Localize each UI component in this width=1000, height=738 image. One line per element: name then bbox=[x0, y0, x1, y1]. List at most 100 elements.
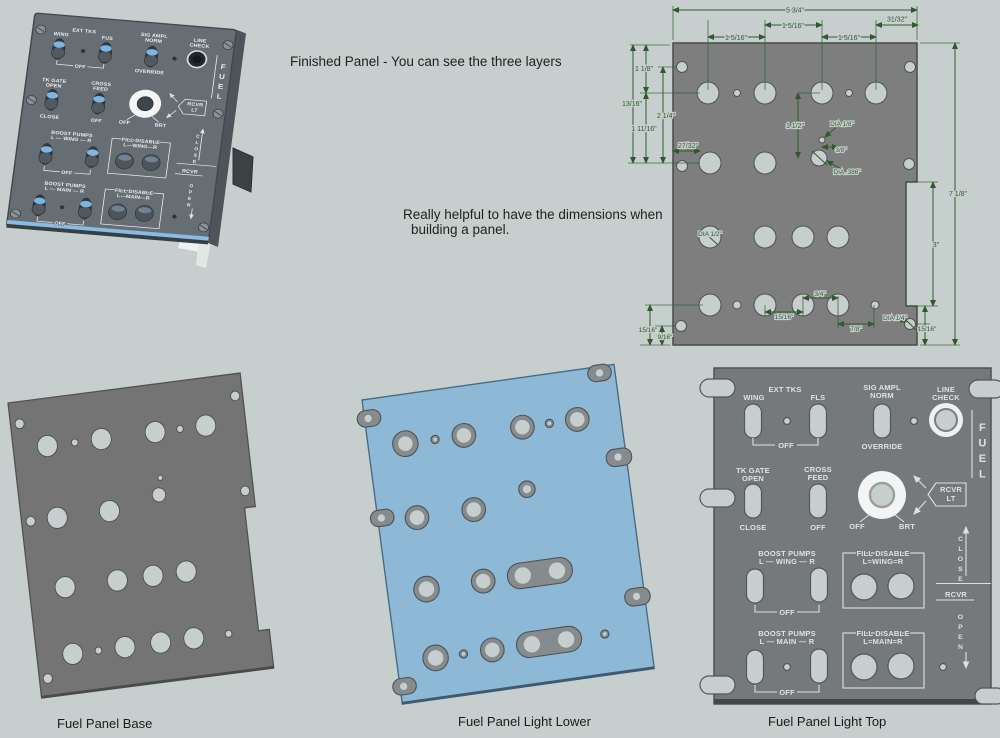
label-wing: WING bbox=[743, 393, 764, 402]
note-dimensions: Really helpful to have the dimensions wh… bbox=[403, 207, 663, 237]
close-arrow bbox=[198, 128, 205, 161]
fill-disable-box bbox=[100, 188, 165, 230]
label-brt: BRT bbox=[899, 522, 915, 531]
fill-disable-buttons bbox=[114, 152, 161, 171]
label-ext-tks: EXT TKS bbox=[768, 385, 801, 394]
rcvr-lt-dimmer-knob bbox=[129, 89, 162, 118]
label-rcvr-side: RCVR bbox=[945, 590, 967, 599]
label-wing: WING bbox=[53, 31, 69, 38]
fill-disable-hole bbox=[887, 652, 915, 680]
fill-disable-box bbox=[107, 137, 171, 179]
panel-hole bbox=[782, 662, 792, 672]
off-bracket bbox=[36, 216, 85, 226]
label-fill-disable: FILL DISABLE bbox=[856, 629, 909, 638]
fuel-divider bbox=[211, 55, 218, 99]
finished-panel-photo: EXT TKS WING FUS SIG AMPL NORM LINE CHEC… bbox=[6, 12, 254, 268]
dim-off-38: 3/8" bbox=[835, 147, 847, 154]
label-knob-off: OFF bbox=[118, 120, 130, 127]
switch-cutout-boost-wing-r bbox=[809, 567, 829, 603]
label-brt: BRT bbox=[154, 123, 167, 130]
tag-arrow bbox=[913, 475, 927, 489]
label-line: LINE bbox=[937, 385, 955, 394]
plate-edge bbox=[714, 699, 991, 704]
label-fill-disable: FILL DISABLE bbox=[856, 549, 909, 558]
plate-edge bbox=[402, 666, 655, 705]
label-l-wing-r-eq: L—WING—R bbox=[123, 142, 158, 150]
label-cross: CROSS bbox=[804, 465, 832, 474]
label-off: OFF bbox=[779, 688, 795, 697]
panel-edge bbox=[208, 29, 246, 247]
note-dimensions-line1: Really helpful to have the dimensions wh… bbox=[403, 207, 663, 222]
label-rcvr-side: RCVR bbox=[182, 169, 199, 176]
rcvr-lt-tag bbox=[177, 98, 208, 117]
label-sig-ampl: SIG AMPL bbox=[140, 32, 168, 40]
note-finished-panel: Finished Panel - You can see the three l… bbox=[290, 54, 562, 69]
toggle-switch-sig-ampl bbox=[144, 45, 159, 68]
label-l-main-r: L — MAIN — R bbox=[760, 637, 815, 646]
fill-disable-box bbox=[842, 552, 925, 609]
fill-disable-hole bbox=[850, 573, 878, 601]
dim-dia-14: DIA 1/4" bbox=[883, 315, 907, 322]
label-tk-gate: TK GATE bbox=[42, 77, 67, 85]
label-l-wing-r: L — WING — R bbox=[51, 135, 92, 144]
switch-cutout-boost-main-l bbox=[745, 649, 765, 685]
label-off: OFF bbox=[61, 170, 73, 177]
toggle-switch-boost-main-l bbox=[31, 194, 46, 217]
dim-dia-386: DIA .386" bbox=[833, 169, 861, 176]
dim-br-a: 15/16" bbox=[918, 326, 937, 333]
panel-hole bbox=[80, 49, 86, 53]
panel-hole bbox=[172, 214, 177, 219]
divider bbox=[176, 162, 217, 167]
dim-notch: 3" bbox=[933, 242, 940, 249]
label-fuel: FUEL bbox=[216, 62, 227, 100]
fill-disable-hole bbox=[850, 653, 878, 681]
note-dimensions-line2: building a panel. bbox=[411, 222, 510, 237]
plate-edge bbox=[41, 665, 274, 699]
panel-hole bbox=[59, 205, 65, 210]
connector-tab bbox=[232, 147, 254, 193]
off-bracket bbox=[56, 59, 105, 69]
dim-v3: 2 1/4" bbox=[657, 113, 676, 120]
label-line: LINE bbox=[193, 38, 207, 45]
label-fill-disable: FILL DISABLE bbox=[115, 188, 154, 197]
caption-fuel-panel-base: Fuel Panel Base bbox=[57, 716, 153, 731]
label-open: OPEN bbox=[742, 474, 764, 483]
knob-pointer-lines bbox=[126, 114, 159, 123]
label-boost-pumps: BOOST PUMPS bbox=[51, 130, 94, 139]
fill-disable-box bbox=[842, 632, 925, 689]
label-boost-pumps: BOOST PUMPS bbox=[758, 629, 816, 638]
grommet-rings bbox=[392, 406, 610, 672]
toggle-switch-wing bbox=[51, 38, 66, 60]
dim-bl-a: 15/16" bbox=[639, 327, 658, 334]
dim-edge-right-top: 31/32" bbox=[887, 17, 908, 24]
label-l-wing-r-eq: L=WING=R bbox=[863, 557, 904, 566]
label-off: OFF bbox=[779, 608, 795, 617]
toggle-switch-boost-wing-r bbox=[84, 146, 99, 168]
dim-spacing-c: 1 5/16" bbox=[838, 35, 860, 42]
dim-bl-b: 9/16" bbox=[658, 334, 674, 341]
off-bracket bbox=[43, 165, 91, 175]
dim-bm-c: 7/8" bbox=[850, 326, 862, 333]
switch-cutout-cross-feed bbox=[808, 483, 828, 519]
label-l-main-r: L — MAIN — R bbox=[44, 186, 84, 195]
tag-arrow bbox=[165, 109, 177, 119]
label-close-vertical: CLOSE bbox=[192, 134, 200, 164]
label-norm: NORM bbox=[870, 391, 894, 400]
label-boost-pumps: BOOST PUMPS bbox=[758, 549, 816, 558]
label-tk-gate: TK GATE bbox=[736, 466, 770, 475]
rcvr-lt-tag bbox=[927, 482, 967, 507]
off-bracket bbox=[752, 438, 819, 446]
fuel-panel-light-lower bbox=[356, 363, 656, 705]
switch-cutout-tk-gate bbox=[743, 483, 763, 519]
label-l-main-r-eq: L=MAIN=R bbox=[863, 637, 903, 646]
label-check: CHECK bbox=[189, 43, 210, 50]
label-rcvr: RCVR bbox=[187, 102, 204, 109]
fuel-panel-light-top: EXT TKS WING FLS OFF SIG AMPL NORM OVERR… bbox=[699, 367, 1000, 705]
label-off: OFF bbox=[778, 441, 794, 450]
line-check-jack bbox=[186, 50, 208, 69]
label-close: CLOSE bbox=[39, 114, 60, 121]
label-lt: LT bbox=[191, 108, 199, 114]
underline bbox=[175, 173, 203, 177]
